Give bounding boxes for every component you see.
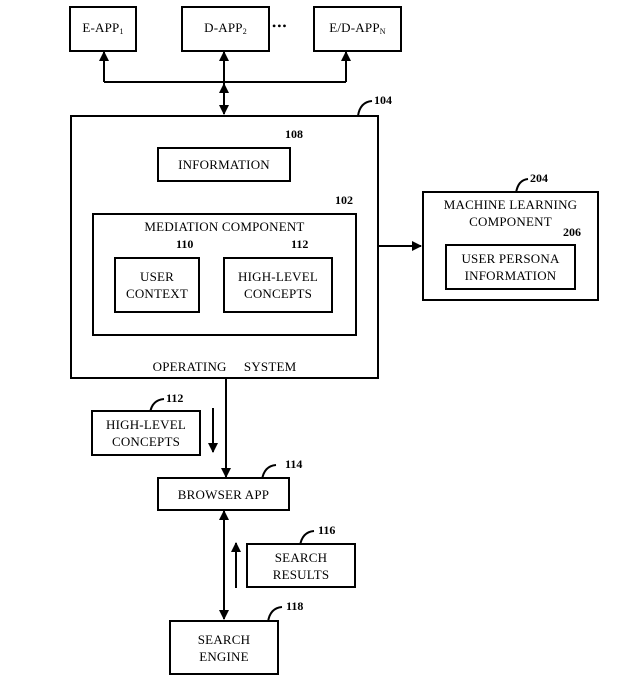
d-app-box: D-APP2 [181,6,270,52]
mediation-title: MEDIATION COMPONENT [144,218,304,235]
user-context-box: USER CONTEXT [114,257,200,313]
persona-line2: INFORMATION [465,267,557,284]
ml-line2: COMPONENT [469,213,552,230]
search-results-line2: RESULTS [273,566,330,583]
ref-104: 104 [374,93,392,108]
ref-112-outer: 112 [166,391,183,406]
ref-206: 206 [563,225,581,240]
high-level-outer-line2: CONCEPTS [112,433,180,450]
ref-116: 116 [318,523,335,538]
leader-104 [358,101,372,116]
ref-114: 114 [285,457,302,472]
ed-app-label: E/D-APPN [329,19,386,40]
search-results-line1: SEARCH [275,549,328,566]
user-persona-box: USER PERSONA INFORMATION [445,244,576,290]
browser-app-label: BROWSER APP [178,486,269,503]
search-results-box: SEARCH RESULTS [246,543,356,588]
high-level-inner-line2: CONCEPTS [244,285,312,302]
e-app-box: E-APP1 [69,6,137,52]
browser-app-box: BROWSER APP [157,477,290,511]
e-app-label: E-APP1 [82,19,123,40]
information-label: INFORMATION [178,156,270,173]
information-box: INFORMATION [157,147,291,182]
ref-118: 118 [286,599,303,614]
ref-204: 204 [530,171,548,186]
ed-app-box: E/D-APPN [313,6,402,52]
high-level-concepts-inner-box: HIGH-LEVEL CONCEPTS [223,257,333,313]
high-level-concepts-outer-box: HIGH-LEVEL CONCEPTS [91,410,201,456]
d-app-label: D-APP2 [204,19,247,40]
search-engine-box: SEARCH ENGINE [169,620,279,675]
ref-102: 102 [335,193,353,208]
search-engine-line1: SEARCH [198,631,251,648]
high-level-inner-line1: HIGH-LEVEL [238,268,318,285]
apps-ellipsis: ••• [272,18,288,35]
operating-system-label: OPERATING SYSTEM [153,358,297,375]
ref-112-inner: 112 [291,237,308,252]
ml-line1: MACHINE LEARNING [444,196,578,213]
ref-110: 110 [176,237,193,252]
high-level-outer-line1: HIGH-LEVEL [106,416,186,433]
user-context-line2: CONTEXT [126,285,188,302]
user-context-line1: USER [140,268,174,285]
ref-108: 108 [285,127,303,142]
search-engine-line2: ENGINE [199,648,249,665]
persona-line1: USER PERSONA [461,250,559,267]
